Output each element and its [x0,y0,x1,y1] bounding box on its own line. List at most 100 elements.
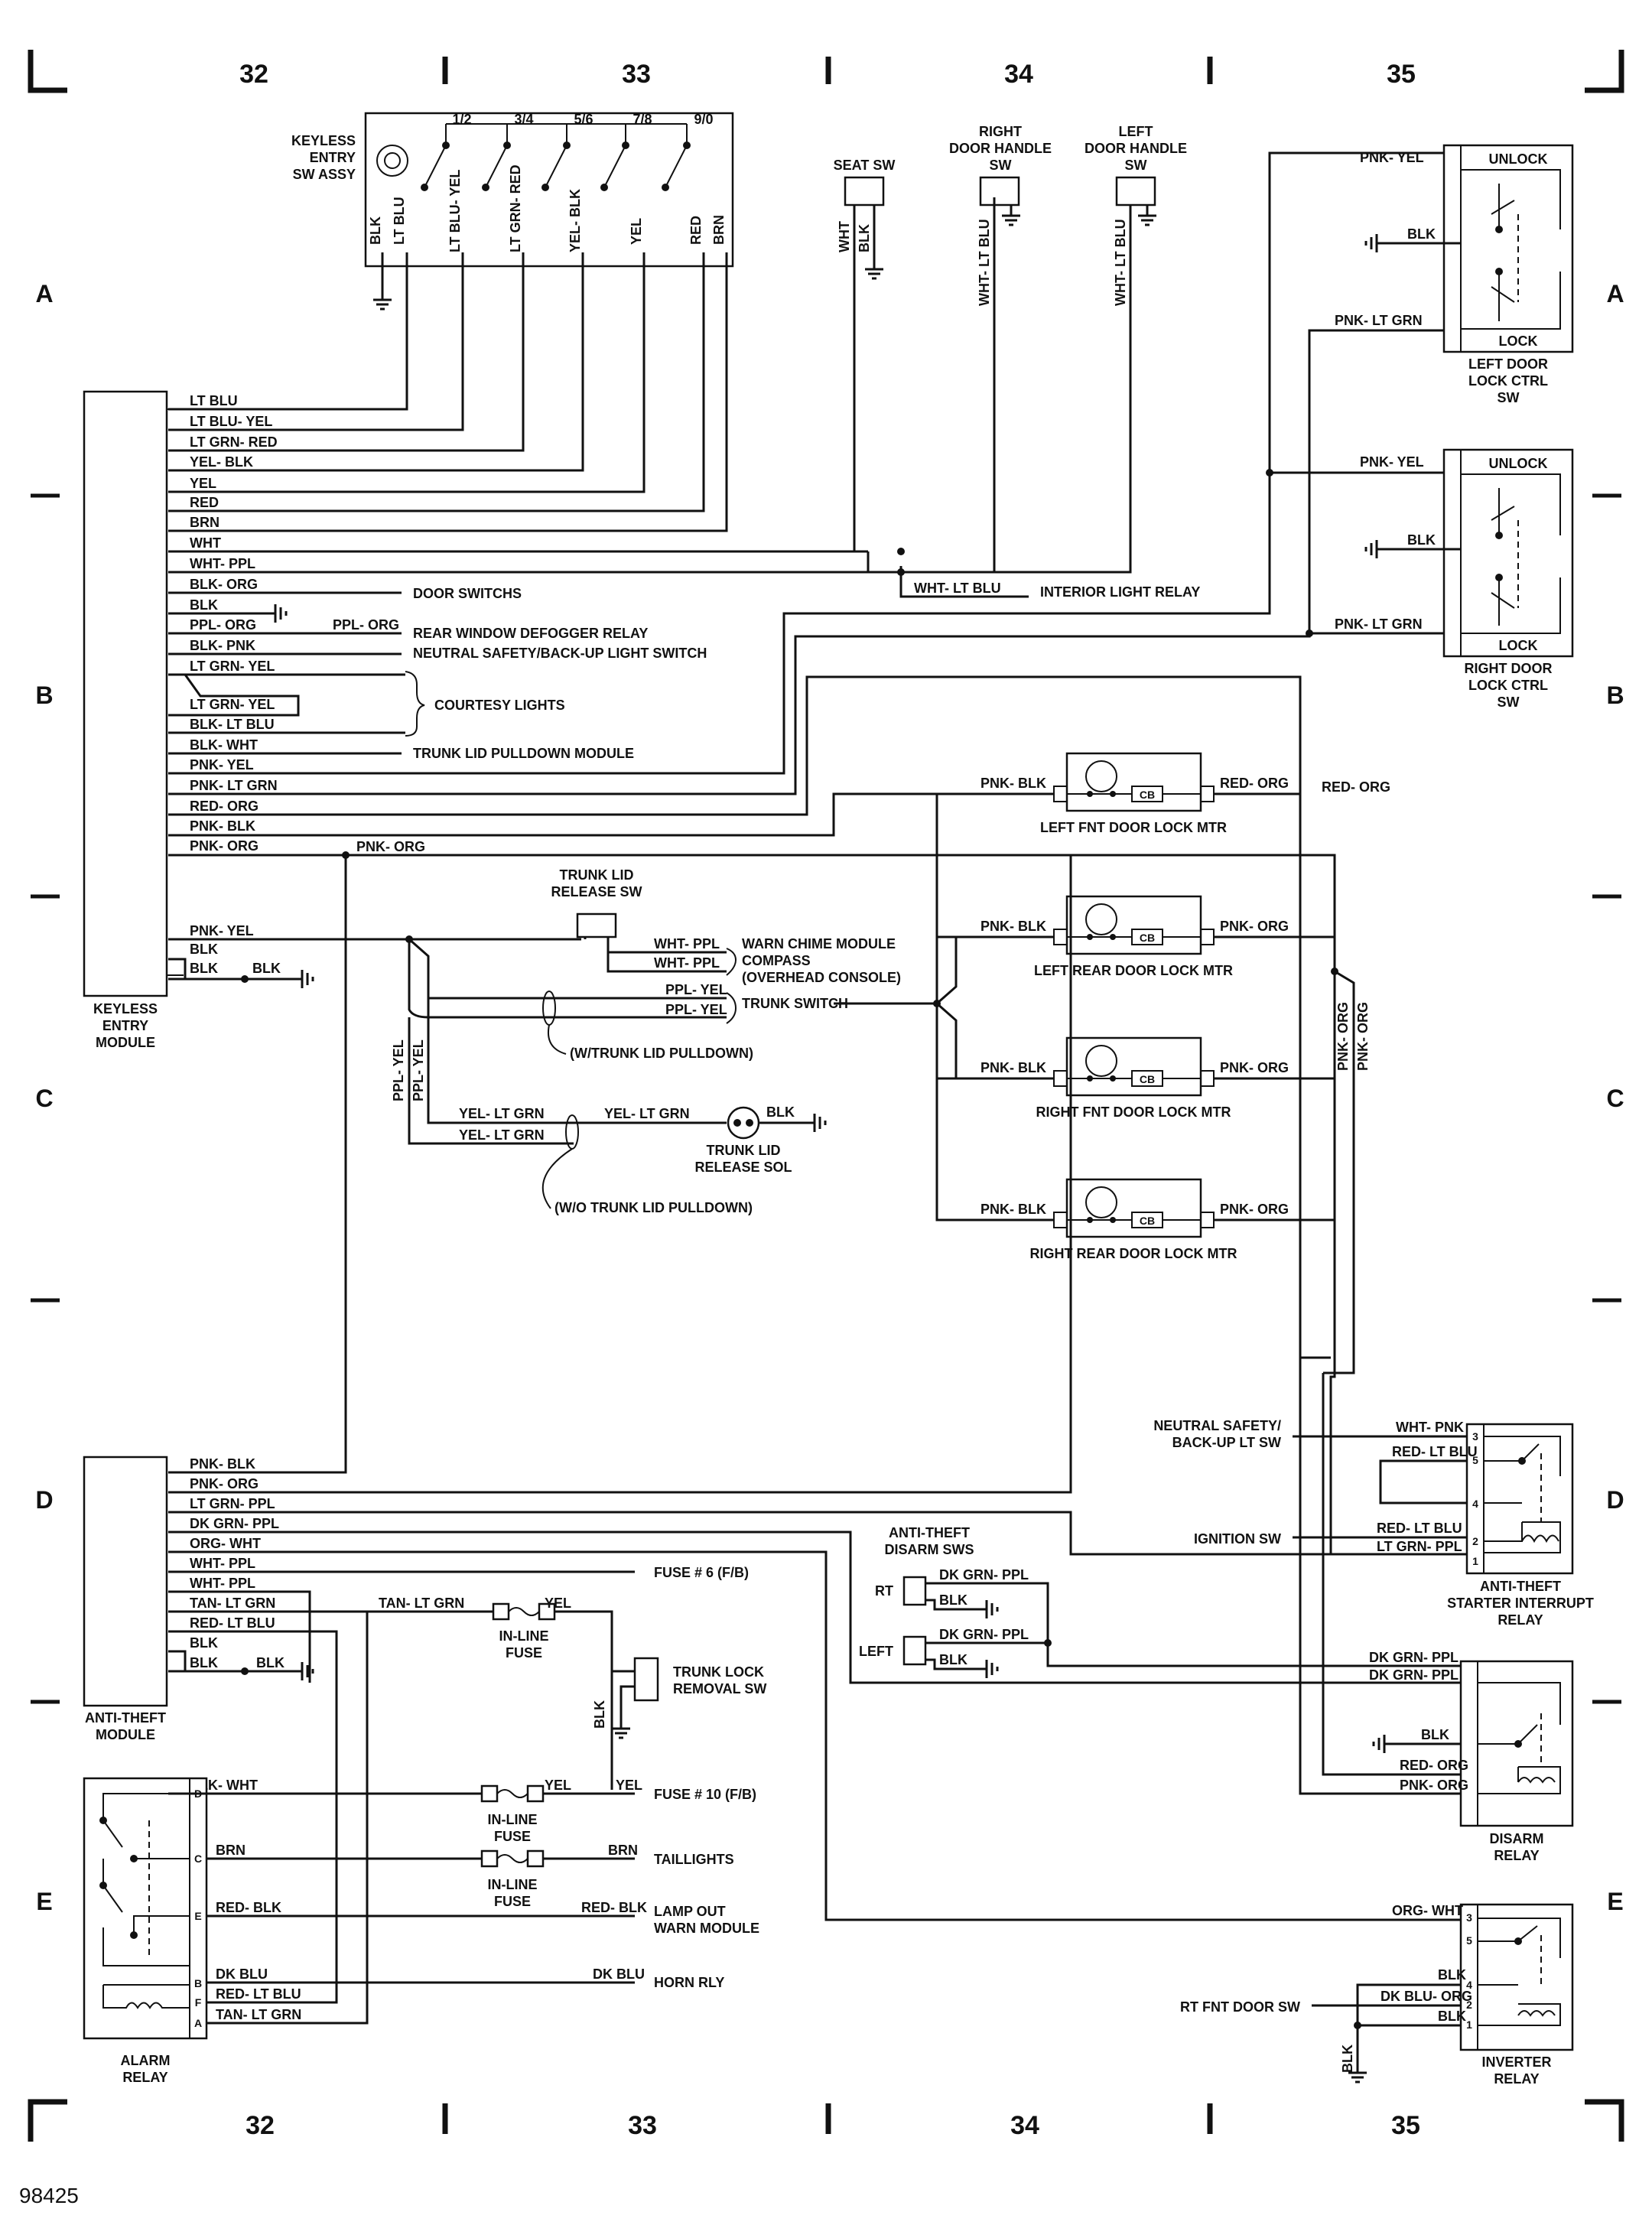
ground-symbol [1372,1735,1386,1753]
wire-label-inverter-blk-2: BLK [1438,2009,1466,2024]
destination-trunk-pulldown-module: TRUNK LID PULLDOWN MODULE [413,746,634,761]
switch-position-7-8: 7/8 [633,112,652,127]
left-front-motor-title: LEFT FNT DOOR LOCK MTR [1040,820,1227,835]
page-frame: 32 33 34 35 32 33 34 35 A B C D E A B C … [19,50,1624,2207]
row-label-right-b: B [1606,681,1624,709]
trunk-switch-wiring: PPL- YEL PPL- YEL TRUNK SWITCH (W/TRUNK … [391,935,848,1215]
right-door-handle-title-line3: SW [990,158,1012,173]
wire-label-right-ctrl-pnkyel: PNK- YEL [1360,454,1424,470]
wire-label-atm-blk-1: BLK [190,1635,218,1651]
wire-label-pnkorg-v1: PNK- ORG [1335,1002,1351,1071]
inline-fuse-top-title-line2: FUSE [506,1645,542,1661]
wire-label-redorg-motor: RED- ORG [1322,779,1390,795]
wire-label-mod-red: RED [190,495,219,510]
right-door-lock-control-switch: UNLOCK LOCK BLK RIGHT DOOR LOCK CTRL SW [1364,448,1574,710]
ground-symbol [1364,234,1378,252]
trunk-lock-removal-switch: BLK TRUNK LOCK REMOVAL SW [592,1637,766,1790]
wire-label-horn-dkblu: DK BLU [593,1966,645,1982]
anti-theft-module: ANTI-THEFT MODULE PNK- BLK PNK- ORG LT G… [83,1456,285,1742]
wire-label-keyless-blk: BLK [368,216,383,245]
wire-label-mod-brn: BRN [190,515,220,530]
keyless-sw-title-line2: ENTRY [310,150,356,165]
column-label-top-32: 32 [239,60,268,89]
right-ctrl-lock-label: LOCK [1499,638,1538,653]
left-ctrl-unlock-label: UNLOCK [1489,151,1548,167]
right-front-motor-cb: CB [1140,1073,1155,1085]
right-door-handle-title-line1: RIGHT [979,124,1022,139]
column-label-top-35: 35 [1387,60,1416,89]
wire-label-lr-pnkorg: PNK- ORG [1220,919,1289,934]
wire-label-right-handle-whtltblu: WHT- LT BLU [977,219,992,306]
wire-label-lr-pnkblk: PNK- BLK [980,919,1046,934]
wire-label-atm-blk-ground: BLK [256,1655,285,1670]
disarm-sws-title-line1: ANTI-THEFT [889,1525,970,1540]
row-ticks [31,493,1621,1704]
wire-label-yelltgrn-2: YEL- LT GRN [459,1127,545,1143]
wire-label-starter-ltgrnppl: LT GRN- PPL [1377,1539,1462,1554]
seat-switch-title: SEAT SW [834,158,896,173]
wire-label-mod-pnkyel-2: PNK- YEL [190,923,254,938]
wire-label-mod-ltblu: LT BLU [190,393,238,408]
alarm-pin-f: F [195,1996,202,2009]
wire-label-yelltgrn-1: YEL- LT GRN [459,1106,545,1121]
inverter-pin-2: 2 [1466,1999,1472,2011]
left-door-handle-title-line1: LEFT [1119,124,1153,139]
right-front-motor-title: RIGHT FNT DOOR LOCK MTR [1036,1104,1231,1120]
inverter-relay-wiring: ORG- WHT BLK DK BLU- ORG RT FNT DOOR SW … [1180,1903,1472,2083]
ground-symbol [1002,214,1020,226]
ground-symbol [985,1660,999,1678]
wire-label-lf-pnkblk: PNK- BLK [980,776,1046,791]
right-ctrl-title-line2: LOCK CTRL [1468,678,1548,693]
column-label-bottom-32: 32 [246,2111,275,2140]
ground-symbol [301,1662,314,1680]
wire-label-seat-blk: BLK [857,224,872,252]
alarm-relay-wiring: RED- BLK RED- BLK LAMP OUT WARN MODULE D… [168,1792,759,2025]
trunk-lock-removal-title-line1: TRUNK LOCK [673,1664,764,1680]
destination-overhead-console: (OVERHEAD CONSOLE) [742,970,901,985]
alarm-pin-c: C [194,1853,202,1865]
row-label-left-e: E [36,1888,52,1915]
anti-theft-module-wiring: FUSE # 6 (F/B) TAN- LT GRN [168,855,1467,2025]
starter-relay-title-line1: ANTI-THEFT [1480,1579,1561,1594]
row-label-left-d: D [35,1486,53,1514]
destination-trunk-switch: TRUNK SWITCH [742,996,848,1011]
wire-label-mod-pplorg: PPL- ORG [190,617,256,633]
wire-label-mod-blk-ground: BLK [252,961,281,976]
seat-switch: SEAT SW WHT BLK [834,158,896,280]
wire-label-pplyel-v1: PPL- YEL [391,1039,406,1101]
note-with-trunk-pulldown: (W/TRUNK LID PULLDOWN) [570,1046,753,1061]
wire-label-alarm-redblk: RED- BLK [216,1900,281,1915]
wire-label-mod-ltgrnyel-2: LT GRN- YEL [190,697,275,712]
wire-label-starter-redltblu-2: RED- LT BLU [1377,1521,1462,1536]
starter-relay-pin-3: 3 [1472,1430,1478,1443]
row-label-right-c: C [1606,1085,1624,1112]
wire-label-fuse-top-yel: YEL [545,1596,571,1611]
destination-rt-fnt-door-sw: RT FNT DOOR SW [1180,1999,1300,2015]
right-ctrl-title-line3: SW [1498,694,1520,710]
disarm-sws-title-line2: DISARM SWS [885,1542,974,1557]
inverter-pin-3: 3 [1466,1911,1472,1924]
alarm-relay: D C E B F A ALARM RELAY [83,1777,208,2085]
wire-label-taillights-brn: BRN [608,1843,638,1858]
wire-label-disarm-blk: BLK [1421,1727,1449,1742]
wire-label-alarm-brn: BRN [216,1843,246,1858]
switch-position-1-2: 1/2 [452,112,471,127]
column-label-bottom-34: 34 [1010,2111,1039,2140]
wire-label-mod-blk-3: BLK [190,961,218,976]
wire-label-solenoid-blk: BLK [766,1104,795,1120]
wire-label-rf-pnkorg: PNK- ORG [1220,1060,1289,1075]
right-rear-motor-title: RIGHT REAR DOOR LOCK MTR [1030,1246,1237,1261]
in-line-fuse-middle: BLK- WHT YEL YEL FUSE # 10 (F/B) IN-LINE… [168,1778,756,1844]
keyless-entry-switch-assembly: 1/2 3/4 5/6 7/8 9/0 KEYLESS ENTRY SW ASS… [168,112,734,532]
destination-neutral-safety: NEUTRAL SAFETY/BACK-UP LIGHT SWITCH [413,646,707,661]
trunk-lid-release-solenoid: BLK TRUNK LID RELEASE SOL [694,1104,827,1175]
wire-label-mod-yel: YEL [190,476,216,491]
inline-fuse-middle-title-line1: IN-LINE [488,1812,538,1827]
wire-label-mod-ltgrnred: LT GRN- RED [190,434,278,450]
starter-relay-title-line3: RELAY [1498,1612,1543,1628]
disarm-sw-rt-label: RT [875,1583,893,1599]
column-label-top-34: 34 [1004,60,1033,89]
inverter-relay-title-line2: RELAY [1494,2071,1539,2087]
column-label-bottom-33: 33 [628,2111,657,2140]
wire-label-trunk-pplyel-1: PPL- YEL [665,982,727,997]
